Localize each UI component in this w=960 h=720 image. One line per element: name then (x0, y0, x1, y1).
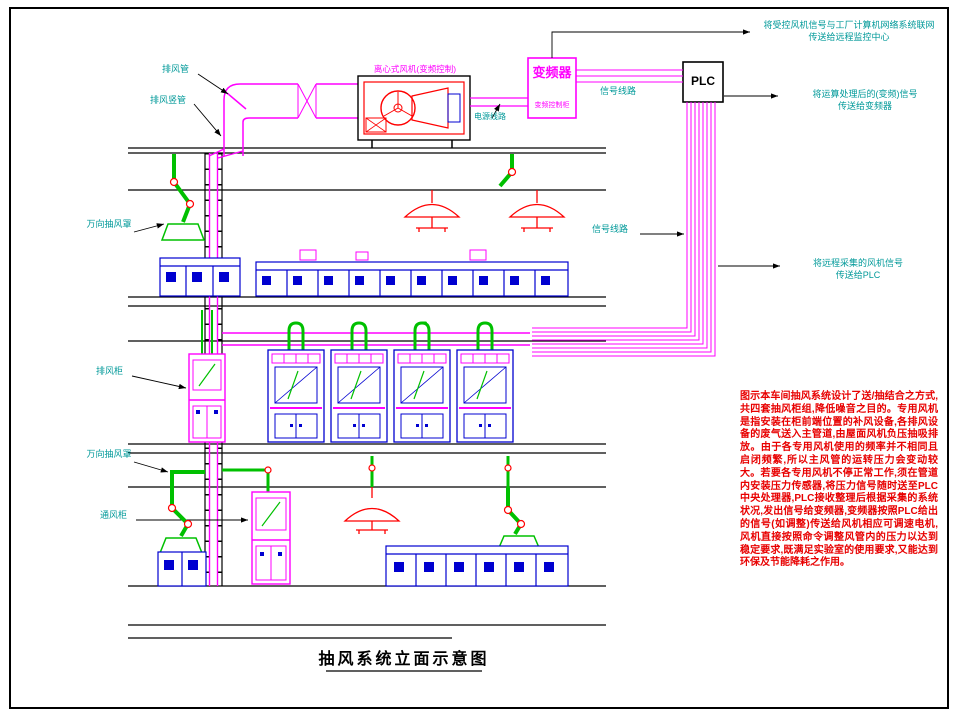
callout-mid-right-line1: 将远程采集的风机信号 (812, 258, 903, 268)
signal-line-label-top: 信号线路 (600, 86, 637, 96)
bench-floor3-right (385, 545, 569, 587)
canopy-hoods-floor1 (403, 190, 566, 232)
vfd-box (527, 57, 577, 119)
vfd-plc-wires (576, 69, 683, 83)
flex-connector (297, 83, 317, 119)
signal-line-label-mid: 信号线路 (592, 224, 629, 234)
roof-duct-elbow (223, 83, 358, 156)
drawing-title: 抽风系统立面示意图 (318, 651, 490, 668)
pedestal-hood-floor3 (343, 487, 401, 534)
callout-fume-cabinet: 通风柜 (100, 510, 128, 520)
leader-arrows (131, 29, 780, 523)
plc-label: PLC (691, 74, 715, 88)
signal-bundle (532, 102, 716, 357)
bench-floor3-left (157, 551, 207, 587)
extraction-arm-floor1 (160, 154, 206, 241)
callout-plc-right-line2: 传送给变频器 (837, 101, 892, 112)
callout-exhaust-cabinet: 排风柜 (96, 366, 124, 376)
extraction-arm-floor3-left (158, 470, 205, 554)
centrifugal-fan-unit (357, 75, 471, 148)
callout-top-right-line1: 将受控风机信号与工厂计算机网络系统联网 (763, 20, 935, 30)
callout-top-right: 将受控风机信号与工厂计算机网络系统联网 传送给远程监控中心 (754, 19, 944, 43)
callout-exhaust-riser: 排风竖管 (150, 95, 187, 105)
callout-plc-right: 将运算处理后的(变频)信号 传送给变频器 (784, 88, 946, 112)
callout-universal-hood-1: 万向抽风罩 (86, 219, 132, 229)
manifold-duct-floor2 (222, 321, 530, 350)
vfd-sublabel: 变频控制柜 (534, 102, 570, 109)
power-wires (470, 97, 528, 107)
power-line-label: 电源线路 (474, 112, 506, 121)
bench-floor1-left (159, 257, 241, 297)
extraction-arm-floor3-right (496, 487, 542, 551)
fume-cabinet-floor3 (251, 491, 291, 585)
callout-exhaust-duct: 排风管 (162, 64, 190, 74)
callout-mid-right-line2: 传送给PLC (835, 270, 881, 281)
callout-top-right-line2: 传送给远程监控中心 (808, 32, 890, 43)
exhaust-cabinet-floor2 (188, 310, 226, 443)
callout-mid-right: 将远程采集的风机信号 传送给PLC (788, 257, 928, 281)
plenum-connections-floor3 (222, 456, 512, 492)
fume-hoods-floor2 (267, 349, 514, 443)
green-elbow-floor1-right (498, 154, 517, 188)
system-description: 图示本车间抽风系统设计了送/抽结合之方式,共四套抽风柜组,降低噪音之目的。专用风… (740, 391, 938, 569)
vfd-label: 变频器 (532, 65, 572, 80)
plc-box (682, 61, 724, 103)
drawing-border (9, 7, 949, 709)
callout-plc-right-line1: 将运算处理后的(变频)信号 (812, 89, 918, 99)
ground-lines (128, 624, 606, 672)
callout-universal-hood-2: 万向抽风罩 (86, 449, 132, 459)
fan-label: 离心式风机(变频控制) (373, 64, 457, 74)
bench-floor1-right (255, 249, 569, 297)
